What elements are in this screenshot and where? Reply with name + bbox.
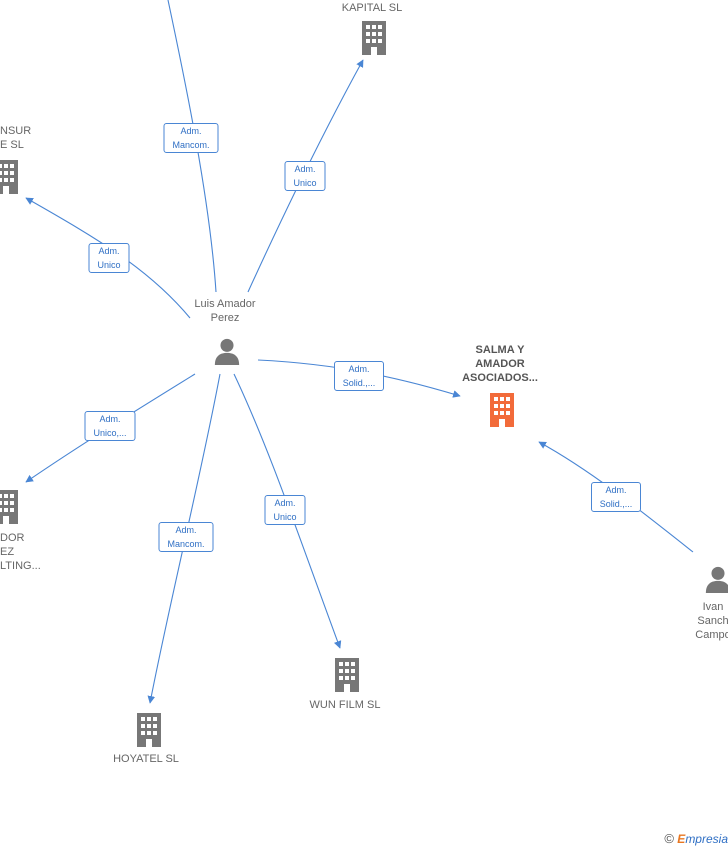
building-icon-hoyatel[interactable] <box>137 713 161 747</box>
edge-label-salma[interactable]: Adm. Solid.,... <box>334 361 384 391</box>
edge-label-wunfilm[interactable]: Adm. Unico <box>264 495 306 525</box>
node-label-ivan[interactable]: Ivan Sanch Campo <box>695 601 728 641</box>
brand-initial: E <box>677 832 686 846</box>
node-label-kapital[interactable]: KAPITAL SL <box>341 2 403 14</box>
building-icon-nsur[interactable] <box>0 160 18 194</box>
node-label-wunfilm[interactable]: WUN FILM SL <box>309 699 381 711</box>
edge-label-ador[interactable]: Adm. Unico,... <box>84 411 136 441</box>
building-icon-salma[interactable] <box>490 393 514 427</box>
brand-name: mpresia <box>685 832 728 846</box>
building-icon-ador[interactable] <box>0 490 18 524</box>
edge-label-top[interactable]: Adm. Mancom. <box>163 123 219 153</box>
edge-label-hoyatel[interactable]: Adm. Mancom. <box>158 522 214 552</box>
building-icon-kapital[interactable] <box>362 21 386 55</box>
node-label-hoyatel[interactable]: HOYATEL SL <box>113 753 179 765</box>
building-icon-wunfilm[interactable] <box>335 658 359 692</box>
copyright-symbol: © <box>664 831 674 846</box>
edge-label-nsur[interactable]: Adm. Unico <box>88 243 130 273</box>
person-icon-luis[interactable] <box>214 338 240 365</box>
edge-label-ivan[interactable]: Adm. Solid.,... <box>591 482 641 512</box>
node-label-luis[interactable]: Luis Amador Perez <box>194 298 256 324</box>
node-label-ador[interactable]: DOR EZ LTING... <box>0 532 41 572</box>
node-label-nsur[interactable]: NSUR E SL <box>0 125 32 151</box>
watermark: © Empresia <box>664 831 728 846</box>
person-icon-ivan[interactable] <box>705 566 728 593</box>
edge-label-kapital[interactable]: Adm. Unico <box>284 161 326 191</box>
node-label-salma[interactable]: SALMA Y AMADOR ASOCIADOS... <box>462 344 538 384</box>
